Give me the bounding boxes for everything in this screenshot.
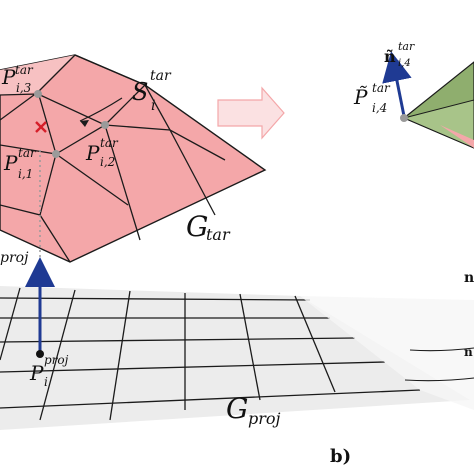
label-p-i3-sup: tar (15, 63, 34, 77)
target-surface (0, 54, 267, 263)
label-g-tar-sub: tar (206, 225, 231, 244)
label-p-i1-base: P (3, 151, 18, 175)
vertex-p-tilde-4 (400, 114, 408, 122)
label-n-tilde-sub: i,4 (398, 58, 411, 69)
label-n-tilde-base: ñ (384, 47, 396, 66)
label-p-i2-sub: i,2 (100, 155, 115, 169)
green-surface (402, 61, 474, 149)
label-p-proj-sup: proj (44, 353, 69, 367)
label-g-proj-base: G (226, 392, 248, 425)
label-p-tilde-4-sup: tar (372, 81, 391, 95)
vertex-p-i2 (101, 121, 109, 129)
label-n-tilde-sup: tar (398, 40, 415, 53)
label-p-proj-sub: i (44, 375, 48, 389)
label-p-i2-sup: tar (100, 136, 119, 150)
projection-grid (0, 286, 474, 430)
label-s-i-base: S (132, 78, 148, 106)
vertex-p-i3 (34, 90, 42, 98)
label-p-tilde-4-base: P̃ (353, 85, 368, 109)
vertex-p-i1 (52, 150, 60, 158)
label-p-i3-base: P (1, 65, 16, 89)
label-p-i3-sub: i,3 (16, 81, 32, 95)
label-p-i1-sup: tar (18, 146, 37, 160)
label-p-i1-sub: i,1 (18, 167, 33, 181)
normal-vector-arrow (382, 51, 412, 117)
pointer-arrow (79, 97, 123, 122)
label-s-i-sup: tar (150, 68, 172, 84)
label-proj-partial: proj (0, 250, 29, 266)
right-arrow-icon (217, 86, 285, 140)
label-p-proj-base: P (29, 361, 44, 385)
panel-label-b: b) (330, 446, 351, 467)
label-right-partial-bottom: n (464, 345, 473, 359)
pointer-arrowhead (80, 120, 89, 127)
label-g-proj-sub: proj (248, 409, 281, 428)
right-partial-grid (404, 347, 474, 382)
vertex-p-proj (36, 350, 44, 358)
label-s-i-sub: i (151, 98, 155, 114)
label-right-partial-top: n (464, 270, 474, 286)
red-cross-icon (35, 121, 47, 133)
label-p-i2-base: P (85, 141, 100, 165)
label-p-tilde-4-sub: i,4 (372, 101, 387, 115)
label-g-tar-base: G (186, 210, 208, 243)
